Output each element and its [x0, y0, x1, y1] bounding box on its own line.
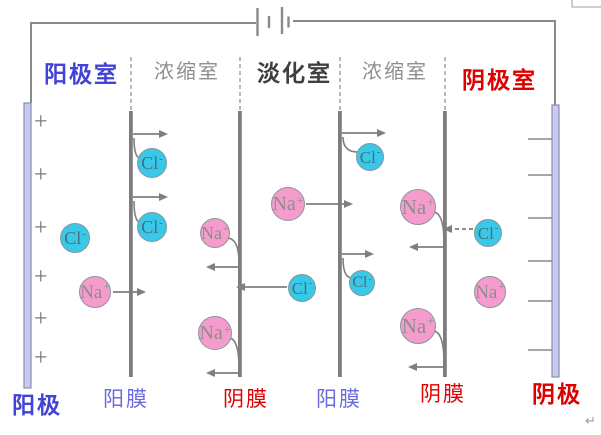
- ion-chloride: Cl-: [137, 212, 167, 242]
- ion-charge: +: [222, 222, 230, 235]
- ion-sodium: Na+: [79, 276, 111, 308]
- ion-chloride: Cl-: [60, 223, 90, 253]
- wire-right: [293, 20, 556, 105]
- plus-sign: +: [34, 215, 48, 241]
- membrane-label: 阳膜: [316, 388, 362, 411]
- paragraph-mark: ↵: [585, 413, 596, 428]
- ion-arrow-head: [409, 243, 418, 251]
- membrane-label: 阴膜: [223, 388, 269, 411]
- ion-charge: -: [82, 227, 86, 240]
- plus-sign: +: [34, 162, 48, 188]
- anode-electrode-bar: [23, 102, 32, 389]
- ion-sodium: Na+: [198, 316, 232, 350]
- ion-arrow-head: [443, 225, 452, 233]
- cathode-electrode-bar: [551, 104, 560, 378]
- plus-sign: +: [34, 345, 48, 371]
- ion-label: Cl: [359, 147, 376, 167]
- ion-arrow-head: [137, 288, 146, 296]
- electrode-label: 阳极: [12, 392, 62, 418]
- ion-arrow-head: [206, 263, 215, 271]
- ion-label: Na: [401, 194, 427, 219]
- ion-arrow-hook: [227, 337, 240, 370]
- ion-arrow-head: [236, 283, 245, 291]
- electrode-label: 阴极: [532, 381, 582, 407]
- ion-label: Na: [80, 281, 103, 303]
- ion-label: Cl: [141, 217, 159, 237]
- ion-label: Cl: [352, 274, 368, 291]
- ion-arrow-head: [408, 363, 417, 371]
- ion-label: Na: [200, 223, 222, 243]
- ion-sodium: Na+: [400, 308, 436, 344]
- ion-sodium: Na+: [474, 276, 506, 308]
- ion-charge: +: [427, 314, 435, 329]
- ion-arrow-head: [377, 129, 386, 137]
- membrane-label: 阳膜: [103, 388, 149, 411]
- membrane-bar: [129, 111, 133, 377]
- ion-arrow-head: [206, 369, 215, 377]
- membrane-bar: [238, 111, 242, 377]
- ion-charge: -: [159, 216, 163, 229]
- ion-arrow-hook: [225, 237, 240, 264]
- plus-sign: +: [34, 264, 48, 290]
- plus-sign: +: [34, 306, 48, 332]
- ion-label: Cl: [64, 228, 82, 248]
- ion-charge: +: [296, 192, 304, 207]
- ion-label: Na: [199, 322, 223, 344]
- plus-sign: +: [34, 109, 48, 135]
- ion-charge: +: [103, 281, 110, 294]
- membrane-bar: [338, 111, 342, 377]
- ion-label: Cl: [141, 153, 159, 173]
- ion-label: Na: [272, 193, 296, 215]
- ion-chloride: Cl-: [137, 148, 167, 178]
- ion-label: Cl: [291, 278, 308, 298]
- chamber-label: 阴极室: [462, 67, 537, 93]
- ion-charge: -: [368, 273, 372, 285]
- ion-arrow-head: [344, 200, 353, 208]
- wire-left: [30, 22, 256, 103]
- chamber-label: 浓缩室: [154, 61, 220, 83]
- ion-charge: -: [376, 147, 381, 159]
- ion-chloride: Cl-: [288, 274, 316, 302]
- canvas-corner-notch: [571, 0, 601, 8]
- ion-arrow-head: [159, 193, 168, 201]
- ion-charge: -: [308, 278, 313, 290]
- ion-chloride: Cl-: [349, 270, 375, 296]
- ion-charge: +: [498, 281, 505, 294]
- ion-label: Na: [475, 281, 498, 303]
- ion-charge: -: [494, 223, 499, 235]
- ion-arrow-head: [365, 250, 374, 258]
- ion-charge: -: [159, 152, 163, 165]
- ion-sodium: Na+: [271, 187, 305, 221]
- ion-charge: +: [223, 321, 231, 336]
- chamber-label: 浓缩室: [362, 61, 428, 83]
- ion-arrow-head: [159, 130, 168, 138]
- ion-arrow-hook: [431, 330, 445, 364]
- chamber-label: 淡化室: [257, 60, 332, 86]
- ion-label: Cl: [477, 223, 494, 243]
- ion-arrow-hook: [431, 211, 445, 244]
- ion-chloride: Cl-: [356, 143, 384, 171]
- ion-chloride: Cl-: [474, 219, 502, 247]
- ion-sodium: Na+: [200, 218, 230, 248]
- ion-label: Na: [401, 313, 427, 338]
- ion-sodium: Na+: [400, 189, 436, 225]
- membrane-bar: [443, 111, 447, 377]
- ion-charge: +: [427, 195, 435, 210]
- chamber-label: 阳极室: [44, 61, 119, 87]
- membrane-label: 阴膜: [420, 383, 466, 406]
